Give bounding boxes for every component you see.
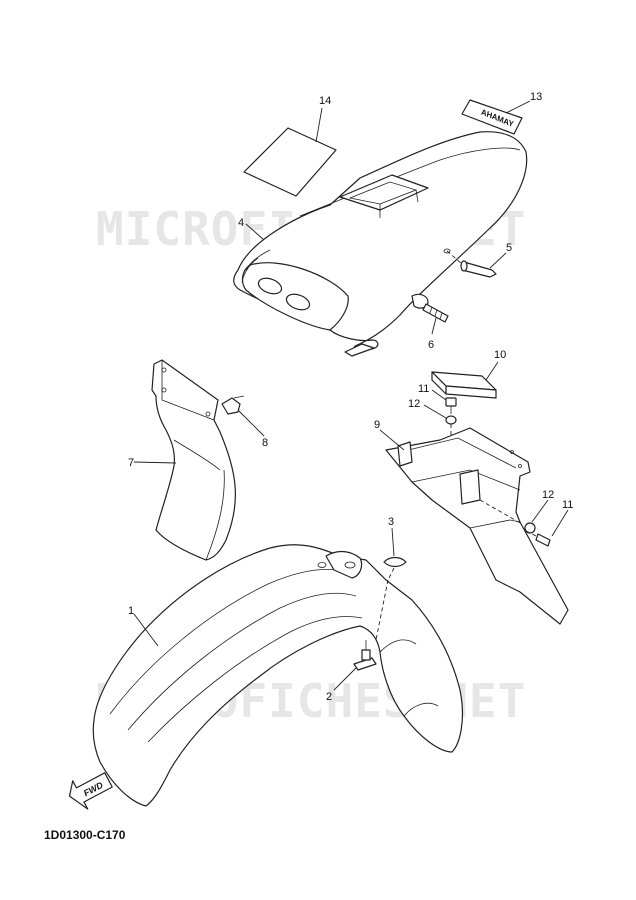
leader-13 — [505, 100, 531, 114]
callout-1: 1 — [128, 605, 134, 617]
callout-3: 3 — [388, 516, 394, 528]
leader-12-upper — [423, 404, 447, 419]
part-12-nut-lower — [524, 522, 536, 534]
part-9-rear-bracket — [385, 427, 569, 625]
callout-11-lower: 11 — [562, 499, 573, 511]
callout-14: 14 — [319, 95, 331, 107]
leader-6 — [431, 317, 437, 335]
leader-12-lower — [531, 499, 549, 523]
leader-14 — [315, 107, 323, 143]
leader-8 — [237, 409, 265, 437]
part-3-clip — [383, 556, 407, 581]
callout-9: 9 — [374, 419, 380, 431]
leader-11-lower — [551, 509, 569, 537]
leader-4 — [245, 223, 265, 241]
callout-4: 4 — [238, 217, 244, 229]
callout-10: 10 — [494, 349, 506, 361]
leader-7 — [133, 461, 177, 464]
leader-10 — [485, 361, 499, 381]
part-1-front-fender — [92, 544, 463, 807]
callout-5: 5 — [506, 242, 512, 254]
callout-6: 6 — [428, 339, 434, 351]
leader-11-upper — [431, 389, 447, 401]
callout-12-upper: 12 — [408, 398, 420, 410]
leader-3 — [391, 527, 395, 557]
callout-2: 2 — [326, 691, 332, 703]
part-11-screw-upper — [445, 397, 457, 414]
diagram-code: 1D01300-C170 — [44, 828, 126, 842]
part-8-flange-bolt — [221, 395, 245, 415]
part-10-foam-block — [431, 371, 497, 399]
leader-9 — [379, 429, 405, 451]
part-5-rivet — [446, 250, 497, 278]
part-14-sticker — [243, 127, 337, 197]
part-7-mud-flap — [151, 359, 236, 561]
part-4-rear-fender — [233, 131, 528, 357]
callout-7: 7 — [128, 457, 134, 469]
part-6-bolt — [411, 293, 449, 323]
part-13-decal: YAMAHA — [461, 99, 523, 135]
leader-5 — [489, 252, 507, 269]
leader-1 — [133, 613, 159, 647]
leader-2 — [333, 667, 357, 691]
part-11-screw-lower — [523, 529, 551, 547]
callout-12-lower: 12 — [542, 489, 554, 501]
callout-13: 13 — [530, 91, 542, 103]
fwd-arrow-icon: FWD — [68, 772, 113, 810]
callout-8: 8 — [262, 437, 268, 449]
callout-11-upper: 11 — [418, 383, 429, 395]
part-2-bolt — [353, 640, 377, 671]
